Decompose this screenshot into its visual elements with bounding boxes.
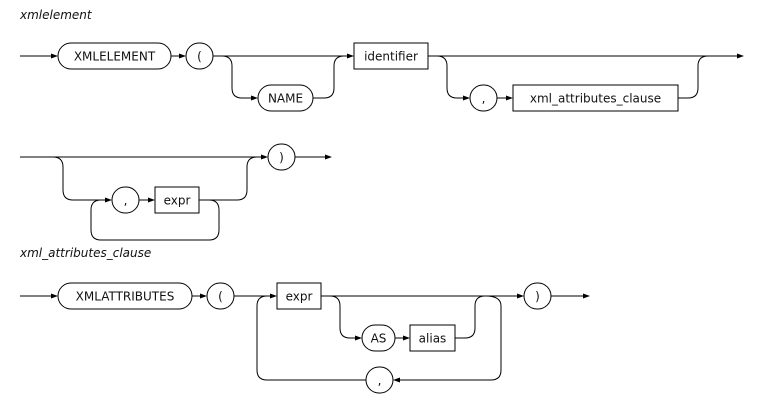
diagram-title-xmlelement: xmlelement <box>19 8 93 22</box>
arrow-icon <box>737 53 744 59</box>
arrow-icon <box>200 293 207 299</box>
terminal-xmlelement: XMLELEMENT <box>57 42 172 70</box>
arrow-icon <box>403 335 410 341</box>
arrow-icon <box>347 53 354 59</box>
svg-text:,: , <box>482 92 486 106</box>
arrow-icon <box>148 197 155 203</box>
arrow-icon <box>251 95 258 101</box>
terminal-name: NAME <box>257 84 314 112</box>
nonterminal-expr: expr <box>276 282 322 310</box>
arrow-icon <box>51 53 58 59</box>
svg-text:expr: expr <box>286 290 313 304</box>
arrow-icon <box>179 53 186 59</box>
diagram-title-xml-attributes-clause: xml_attributes_clause <box>19 246 151 260</box>
branch-line <box>455 295 486 339</box>
arrow-icon <box>583 293 590 299</box>
svg-text:expr: expr <box>164 194 191 208</box>
terminal-comma: , <box>365 366 394 394</box>
loop-line <box>90 199 220 241</box>
svg-text:XMLELEMENT: XMLELEMENT <box>74 50 156 64</box>
loop-line <box>398 295 502 381</box>
svg-text:alias: alias <box>419 332 447 346</box>
svg-text:(: ( <box>218 290 223 304</box>
terminal-as: AS <box>361 324 396 352</box>
arrow-icon <box>325 154 332 160</box>
terminal-close-paren: ) <box>267 143 296 171</box>
branch-line <box>678 55 709 99</box>
loop-line <box>256 295 366 381</box>
arrow-icon <box>270 293 277 299</box>
arrow-icon <box>393 377 400 383</box>
svg-text:,: , <box>378 374 382 388</box>
svg-text:,: , <box>124 194 128 208</box>
svg-text:AS: AS <box>371 332 387 346</box>
branch-line <box>52 156 110 201</box>
svg-text:identifier: identifier <box>364 50 418 64</box>
terminal-comma: , <box>469 84 498 112</box>
svg-text:): ) <box>279 151 284 165</box>
svg-text:): ) <box>535 290 540 304</box>
nonterminal-expr: expr <box>154 186 200 214</box>
branch-line <box>436 55 468 99</box>
nonterminal-xml-attributes-clause: xml_attributes_clause <box>512 84 679 112</box>
nonterminal-alias: alias <box>409 324 456 352</box>
svg-text:NAME: NAME <box>268 92 303 106</box>
terminal-close-paren: ) <box>523 282 552 310</box>
branch-line <box>329 295 360 339</box>
branch-line <box>313 55 345 99</box>
arrow-icon <box>506 95 513 101</box>
arrow-icon <box>463 95 470 101</box>
arrow-icon <box>261 154 268 160</box>
arrow-icon <box>517 293 524 299</box>
terminal-open-paren: ( <box>185 42 214 70</box>
terminal-xmlattributes: XMLATTRIBUTES <box>57 282 193 310</box>
terminal-comma: , <box>111 186 140 214</box>
nonterminal-identifier: identifier <box>353 42 429 70</box>
branch-line <box>221 55 256 99</box>
branch-line <box>199 156 258 201</box>
arrow-icon <box>51 293 58 299</box>
arrow-icon <box>105 197 112 203</box>
arrow-icon <box>355 335 362 341</box>
svg-text:xml_attributes_clause: xml_attributes_clause <box>530 92 661 106</box>
svg-text:XMLATTRIBUTES: XMLATTRIBUTES <box>76 290 175 304</box>
terminal-open-paren: ( <box>206 282 235 310</box>
svg-text:(: ( <box>197 50 202 64</box>
